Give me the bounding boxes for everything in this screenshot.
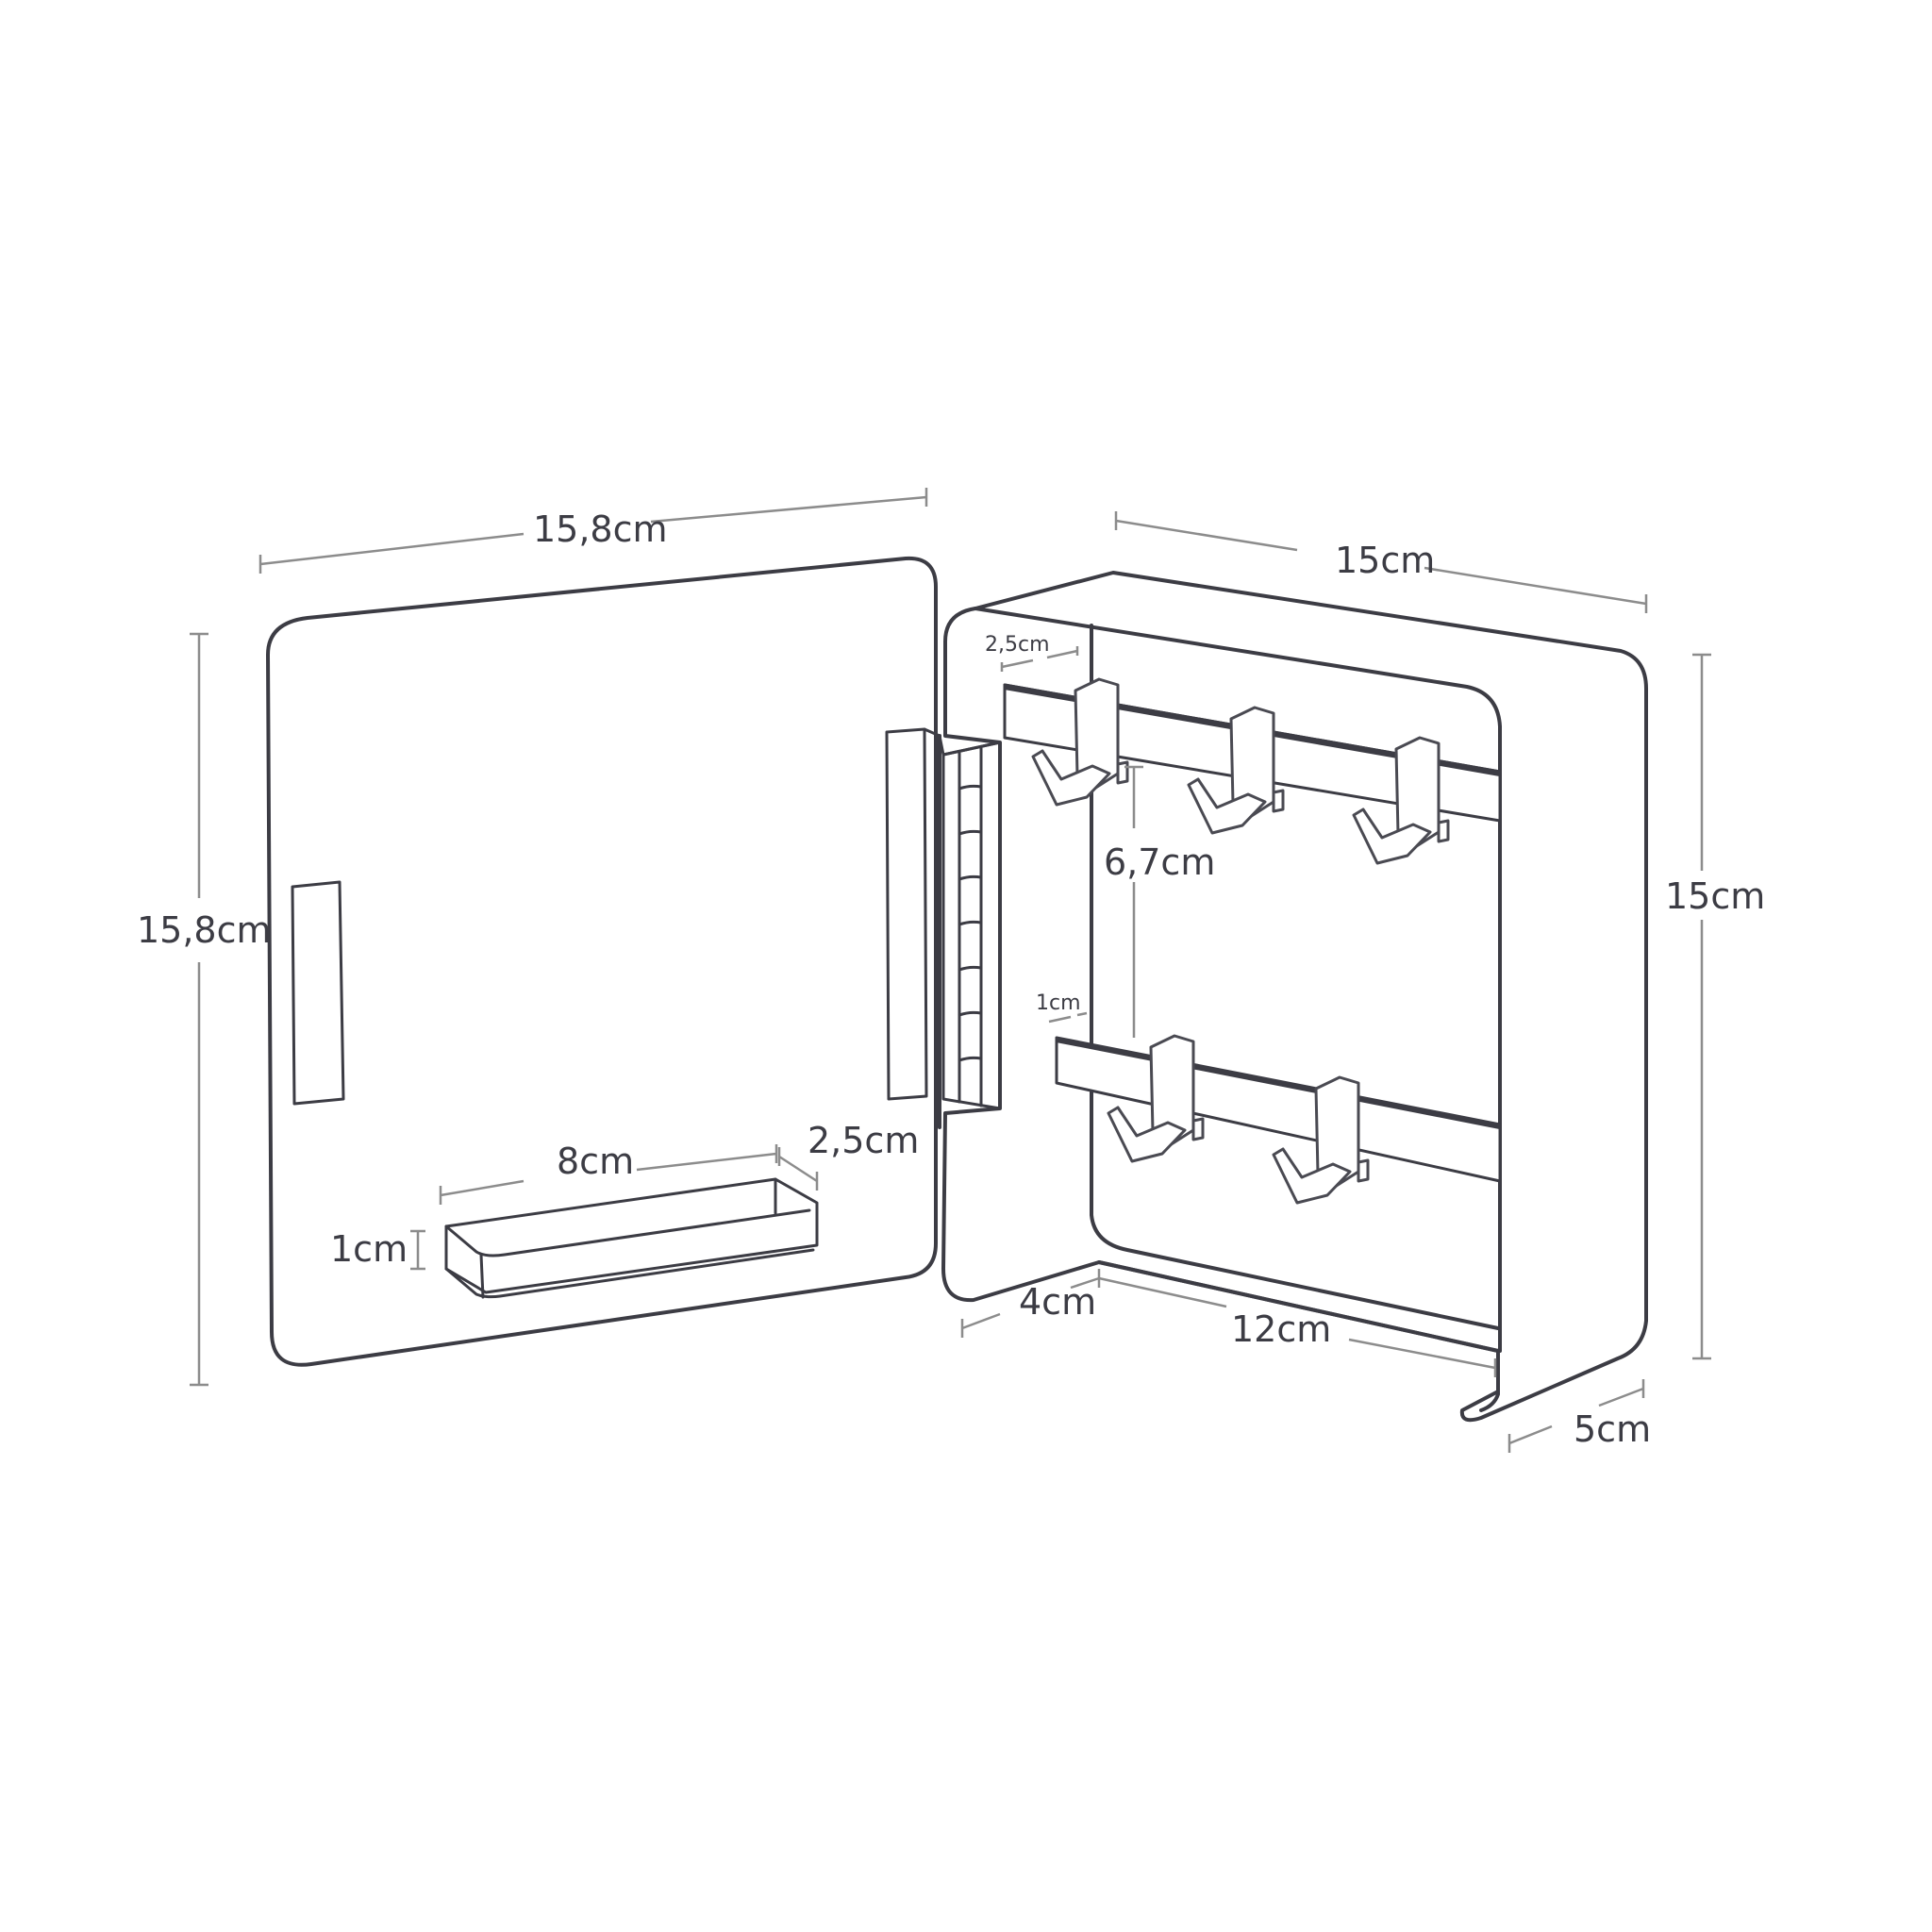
tray-length-label: 8cm xyxy=(557,1141,634,1182)
door-outline xyxy=(266,556,938,1367)
hinge-edge xyxy=(923,727,941,738)
top-rail-hooks xyxy=(1031,677,1450,865)
door-hinge-flange xyxy=(885,727,928,1101)
hook-spacing-label: 2,5cm xyxy=(985,633,1050,657)
bottom-inner-label: 12cm xyxy=(1231,1308,1331,1350)
hook xyxy=(1187,706,1285,835)
tray-depth-label: 2,5cm xyxy=(808,1120,919,1161)
bottom-front-label: 4cm xyxy=(1019,1281,1096,1323)
hook xyxy=(1272,1075,1370,1205)
door-width-label: 15,8cm xyxy=(533,508,668,550)
hook xyxy=(1352,736,1450,865)
dimension-lines xyxy=(190,488,1711,1453)
door-tray xyxy=(444,1177,819,1299)
cabinet-depth-label: 5cm xyxy=(1574,1408,1651,1450)
rail-thickness-label: 1cm xyxy=(1036,991,1081,1015)
door-height-label: 15,8cm xyxy=(137,909,272,951)
bottom-rail-hooks xyxy=(1107,1034,1370,1205)
hook xyxy=(1107,1034,1205,1163)
hook xyxy=(1031,677,1129,807)
cabinet-width-label: 15cm xyxy=(1335,540,1435,581)
hinge xyxy=(938,734,1002,1129)
dimension-labels: 15,8cm 15cm 15,8cm 15cm 5cm 4cm 12cm 6,7… xyxy=(137,508,1765,1450)
rail-spacing-label: 6,7cm xyxy=(1104,841,1215,883)
cabinet-height-label: 15cm xyxy=(1665,875,1765,917)
door-panel xyxy=(266,556,941,1367)
door-handle xyxy=(291,880,345,1106)
tray-height-label: 1cm xyxy=(330,1228,408,1270)
